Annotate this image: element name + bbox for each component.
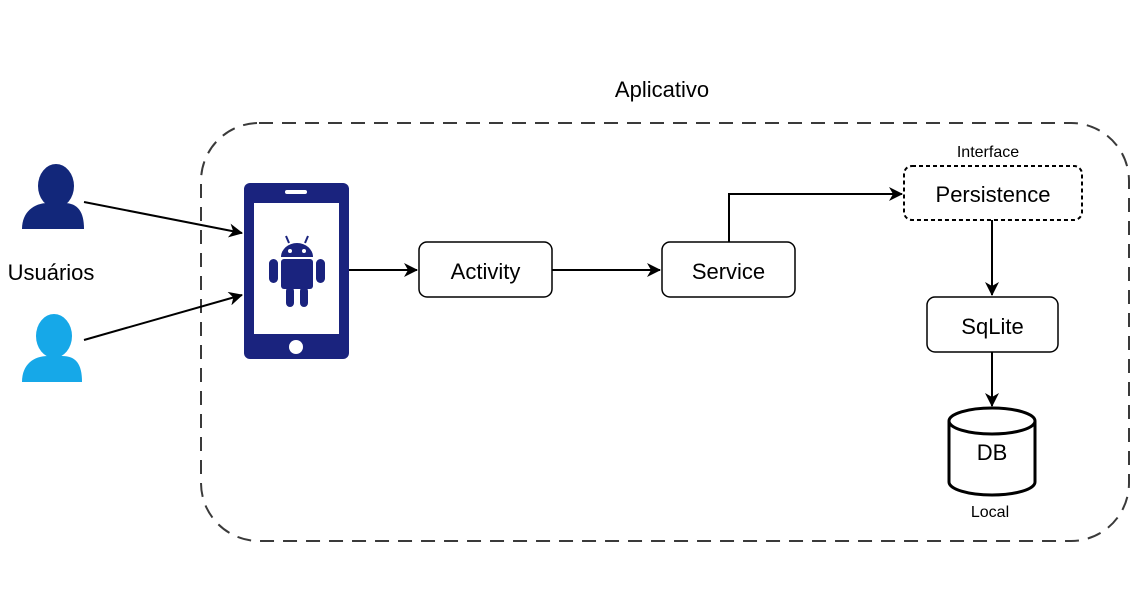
service-to-persistence-arrow [728, 187, 903, 242]
user-icon-dark [22, 164, 84, 229]
user1-to-phone-arrow [83, 201, 243, 238]
persistence-label: Persistence [936, 182, 1051, 207]
sqlite-node: SqLite [926, 296, 1059, 353]
database-cylinder-icon: DB [947, 406, 1037, 497]
users-label: Usuários [8, 260, 95, 285]
android-phone-icon [244, 183, 349, 359]
user2-to-phone-arrow [83, 291, 243, 341]
android-robot-icon [269, 235, 325, 307]
application-boundary [200, 122, 1130, 542]
activity-node: Activity [418, 241, 553, 298]
activity-label: Activity [451, 259, 521, 284]
db-label: DB [977, 440, 1008, 465]
persistence-interface-tag: Interface [957, 144, 1019, 161]
service-label: Service [692, 259, 765, 284]
db-caption: Local [971, 504, 1009, 521]
persistence-node: Persistence [903, 165, 1083, 221]
user-icon-light [22, 314, 82, 382]
sqlite-label: SqLite [961, 314, 1023, 339]
service-node: Service [661, 241, 796, 298]
container-title: Aplicativo [615, 77, 709, 102]
